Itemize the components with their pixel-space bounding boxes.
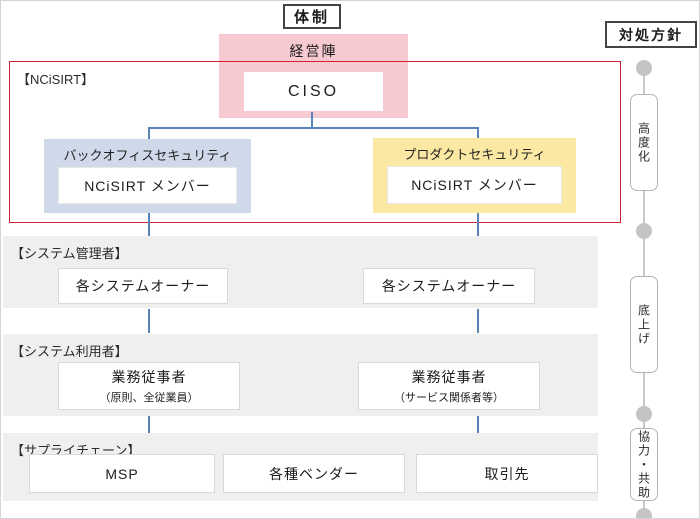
workers-box-right-title: 業務従事者 xyxy=(411,369,487,385)
team-backoffice-title: バックオフィスセキュリティ xyxy=(63,148,232,163)
policy-title-badge: 対処方針 xyxy=(605,21,697,48)
policy-advancement-box: 高度化 xyxy=(630,94,658,191)
chart-title-badge: 体制 xyxy=(283,4,341,29)
ciso-box: CISO xyxy=(244,72,383,111)
section-system-admins-label: 【システム管理者】 xyxy=(11,246,128,261)
policy-advancement-label: 高度化 xyxy=(636,121,651,164)
workers-box-right-subtitle: （サービス関係者等） xyxy=(394,392,504,404)
section-system-users: 【システム利用者】 業務従事者 （原則、全従業員） 業務従事者 （サービス関係者… xyxy=(3,334,598,416)
connector-drop-left xyxy=(148,127,150,140)
system-owner-box-right: 各システムオーナー xyxy=(363,268,535,304)
policy-rail-dot-2 xyxy=(636,223,652,239)
workers-box-left: 業務従事者 （原則、全従業員） xyxy=(58,362,240,410)
connector-band0-left-down xyxy=(148,309,150,333)
connector-band0-right-down xyxy=(477,309,479,333)
policy-rail-dot-4 xyxy=(636,508,652,518)
connector-branch xyxy=(148,127,479,129)
connector-band1-right-down xyxy=(477,416,479,433)
workers-box-left-title: 業務従事者 xyxy=(111,369,187,385)
section-system-admins: 【システム管理者】 各システムオーナー 各システムオーナー xyxy=(3,236,598,308)
management-label: 経営陣 xyxy=(289,43,338,59)
system-owner-box-left: 各システムオーナー xyxy=(58,268,228,304)
msp-box: MSP xyxy=(29,454,215,493)
policy-baseline-box: 底上げ xyxy=(630,276,658,373)
policy-cooperation-label: 協力・共助 xyxy=(636,429,651,500)
vendors-box: 各種ベンダー xyxy=(223,454,405,493)
partners-box: 取引先 xyxy=(416,454,598,493)
policy-cooperation-box: 協力・共助 xyxy=(630,428,658,501)
policy-baseline-label: 底上げ xyxy=(636,303,651,346)
team-backoffice-member-box: NCiSIRT メンバー xyxy=(58,167,237,204)
team-product-card: プロダクトセキュリティ NCiSIRT メンバー xyxy=(373,138,576,213)
team-product-title: プロダクトセキュリティ xyxy=(403,147,546,162)
team-backoffice-card: バックオフィスセキュリティ NCiSIRT メンバー xyxy=(44,139,251,213)
connector-band1-left-down xyxy=(148,416,150,433)
section-system-users-label: 【システム利用者】 xyxy=(11,344,128,359)
team-product-member-box: NCiSIRT メンバー xyxy=(387,166,562,204)
policy-rail-dot-1 xyxy=(636,60,652,76)
connector-drop-right xyxy=(477,127,479,140)
ncisirt-label: 【NCiSIRT】 xyxy=(17,72,95,87)
connector-ciso-down xyxy=(311,112,313,128)
connector-team-left-down xyxy=(148,213,150,236)
workers-box-left-subtitle: （原則、全従業員） xyxy=(99,392,199,404)
management-group: 経営陣 CISO xyxy=(219,34,408,118)
connector-team-right-down xyxy=(477,213,479,236)
section-supply-chain: 【サプライチェーン】 MSP 各種ベンダー 取引先 xyxy=(3,433,598,501)
workers-box-right: 業務従事者 （サービス関係者等） xyxy=(358,362,540,410)
policy-rail-dot-3 xyxy=(636,406,652,422)
